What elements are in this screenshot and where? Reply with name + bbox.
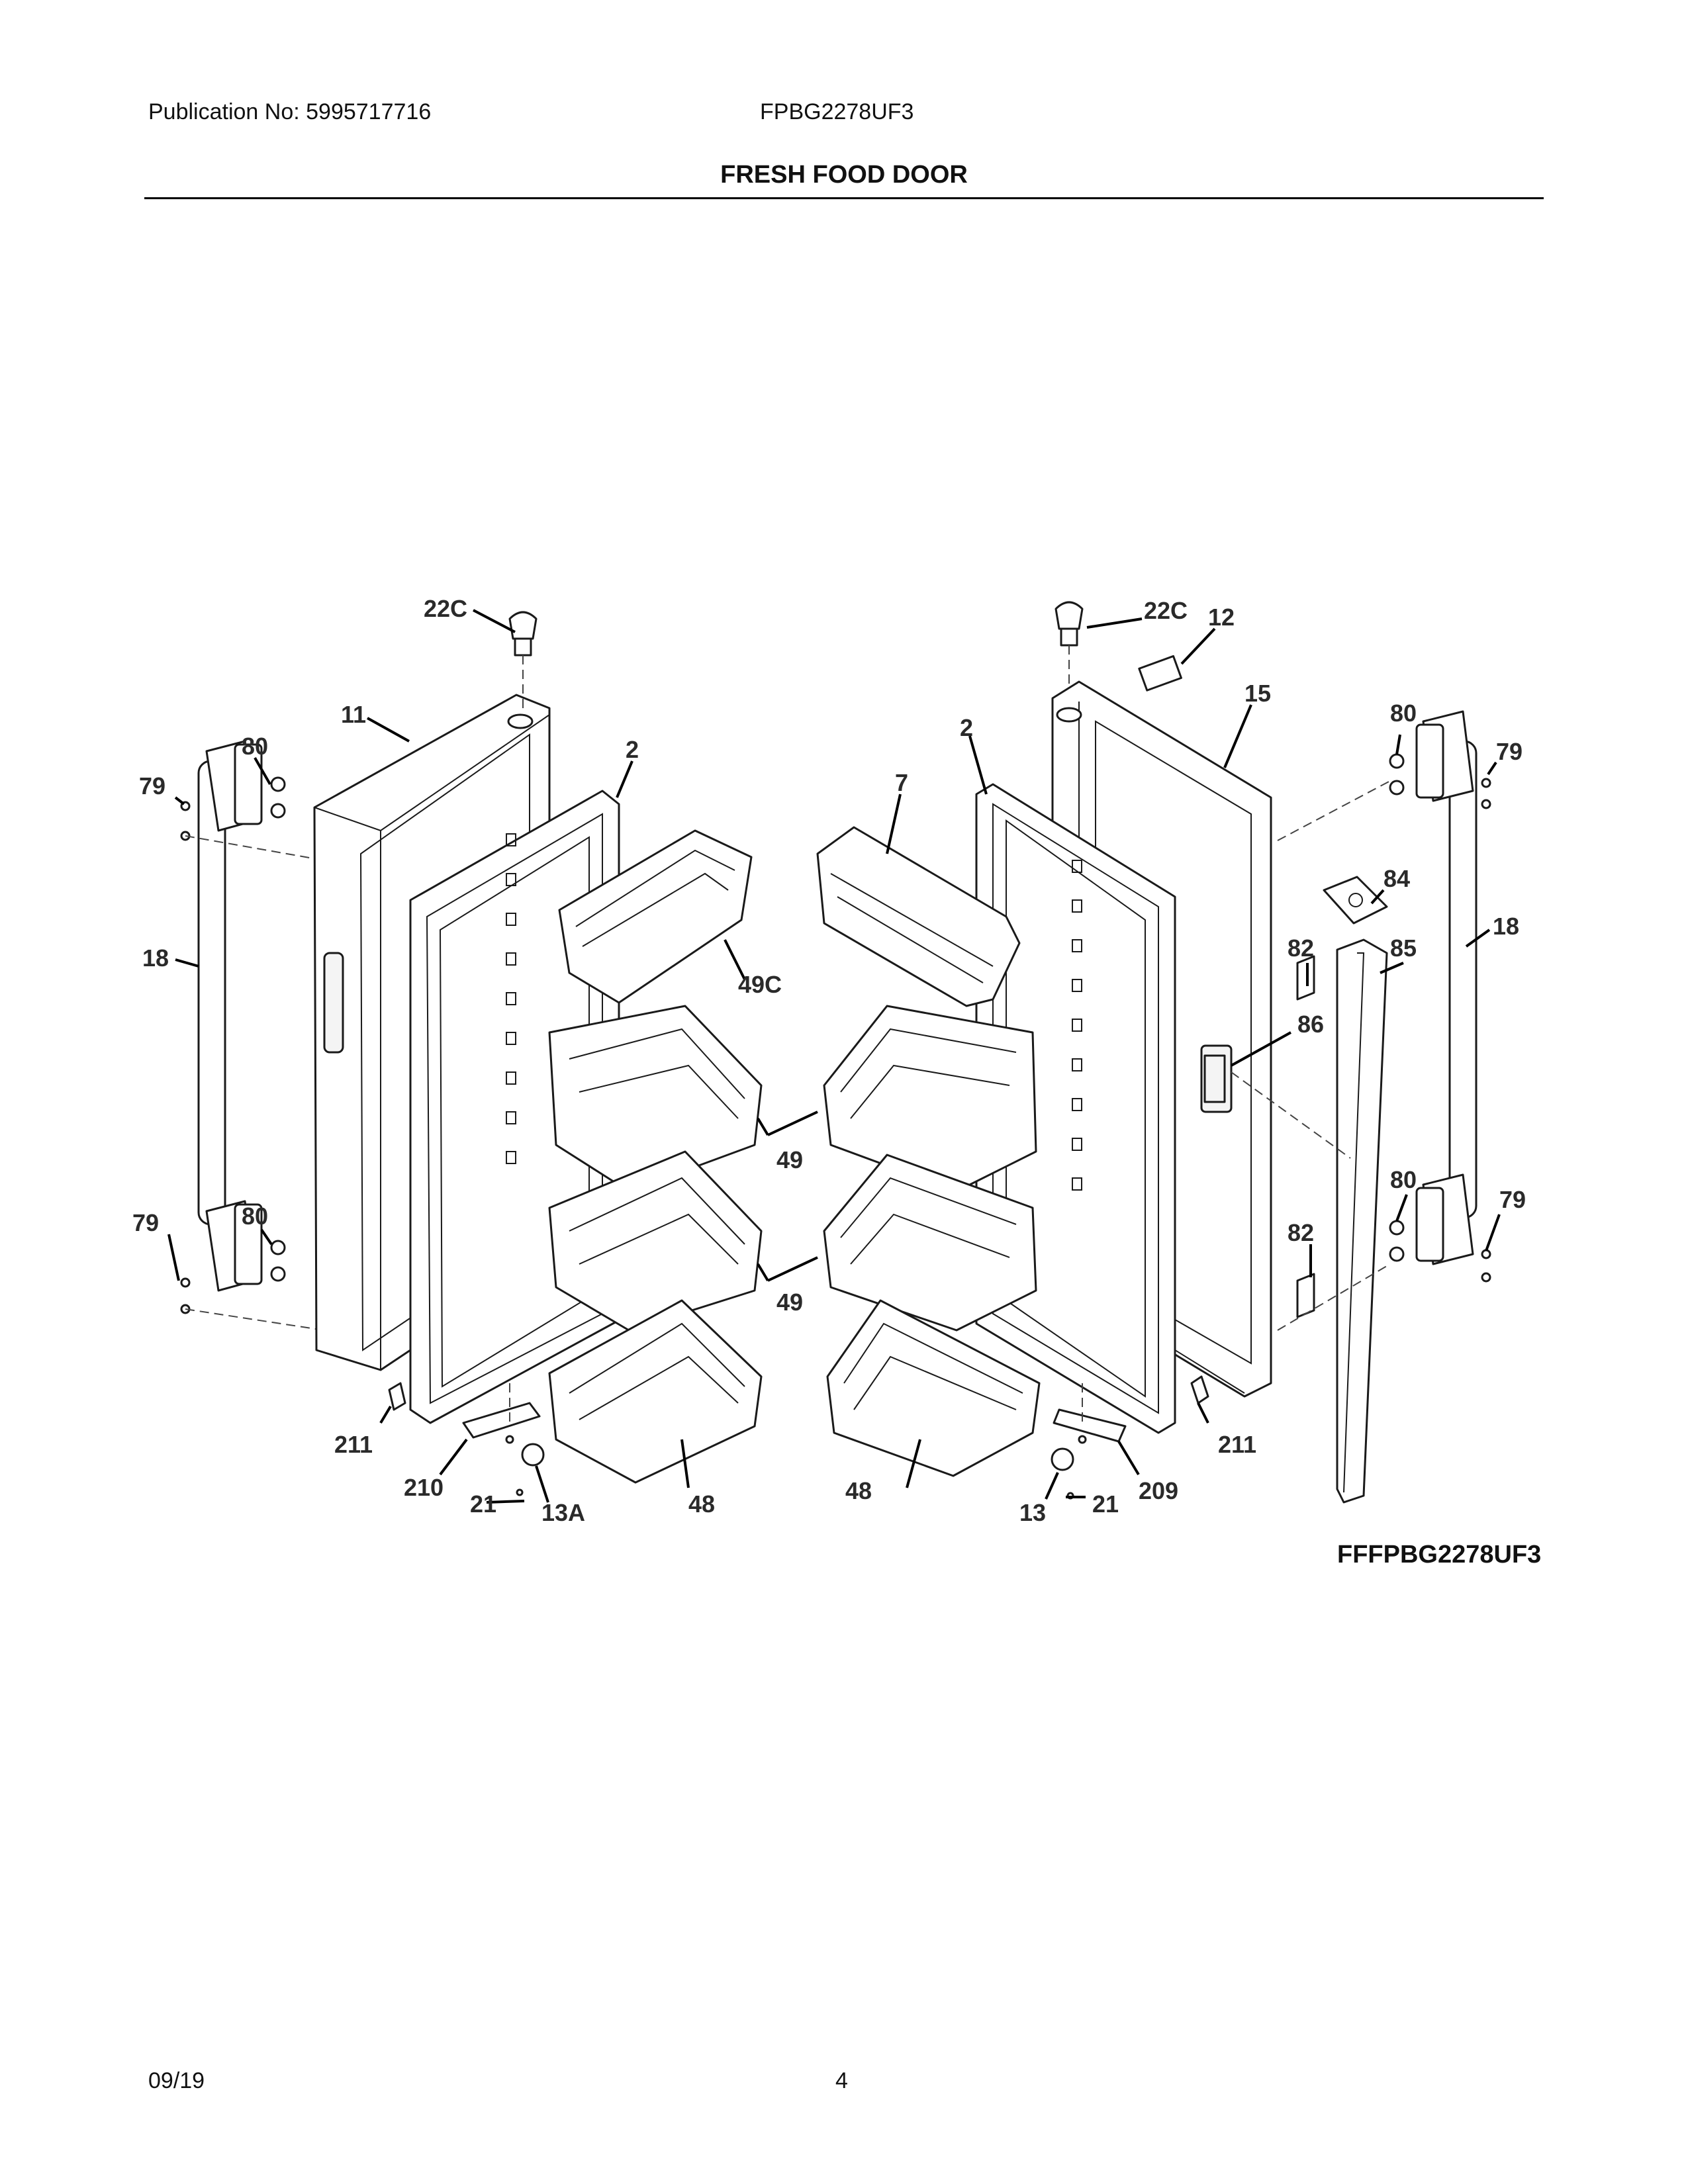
callout-84: 84: [1383, 865, 1410, 892]
callout-210: 210: [404, 1474, 444, 1501]
right-bin-7: [816, 826, 1021, 1007]
bracket-84: [1323, 876, 1388, 925]
bracket-82-lower: [1296, 1273, 1315, 1318]
left-liner-slots: [506, 833, 516, 1164]
bracket-82-upper: [1296, 955, 1315, 1001]
callout-80-top-right: 80: [1390, 700, 1417, 727]
page-title: FRESH FOOD DOOR: [720, 161, 968, 189]
switch-86: [1203, 1054, 1226, 1103]
callout-22c-right: 22C: [1144, 597, 1188, 624]
callout-15: 15: [1244, 680, 1271, 707]
left-handle-screws: [180, 776, 325, 1331]
callout-21-left: 21: [470, 1490, 496, 1518]
callout-79-bottom-left: 79: [132, 1209, 159, 1236]
right-bin-49-upper: [823, 1005, 1037, 1193]
callout-18-right: 18: [1493, 913, 1519, 940]
trim-85: [1336, 938, 1388, 1504]
figure-code: FFFPBG2278UF3: [1337, 1541, 1542, 1569]
callout-13a: 13A: [541, 1499, 585, 1526]
callout-2-right: 2: [960, 714, 973, 741]
callout-79-top-left: 79: [139, 772, 165, 799]
callout-48-right: 48: [845, 1477, 872, 1504]
model-number: FPBG2278UF3: [760, 99, 914, 124]
callout-82-lower: 82: [1288, 1219, 1314, 1246]
left-cap-22c: [508, 611, 538, 708]
callout-79-bottom-right: 79: [1499, 1186, 1526, 1213]
callout-2-left: 2: [626, 736, 639, 763]
callout-22c-left: 22C: [424, 595, 467, 622]
publication-number: Publication No: 5995717716: [148, 99, 432, 124]
callout-49c: 49C: [738, 971, 782, 998]
callout-18-left: 18: [142, 944, 169, 972]
footer-date: 09/19: [148, 2068, 205, 2093]
page-number: 4: [835, 2068, 848, 2093]
right-bin-48: [826, 1299, 1041, 1477]
callout-79-top-right: 79: [1496, 738, 1523, 765]
callout-48-left: 48: [688, 1490, 715, 1518]
right-door-handle: [1415, 710, 1477, 1265]
right-liner-slots: [1072, 860, 1082, 1191]
callout-211-left: 211: [334, 1431, 373, 1458]
callout-80-bottom-left: 80: [242, 1203, 268, 1230]
right-bin-49-lower: [823, 1154, 1037, 1332]
left-bin-48: [548, 1299, 763, 1484]
callout-86: 86: [1297, 1011, 1324, 1038]
label-plate-12: [1138, 655, 1182, 692]
right-hinge-parts: [1051, 1375, 1209, 1500]
leader-lines: [167, 609, 1501, 1504]
right-cap-22c: [1055, 601, 1084, 702]
callout-7: 7: [895, 769, 908, 796]
callout-13: 13: [1019, 1499, 1046, 1526]
left-bin-49c: [558, 829, 753, 1004]
callout-12: 12: [1208, 604, 1235, 631]
callout-209: 209: [1139, 1477, 1178, 1504]
header-rule: [144, 197, 1544, 199]
left-bin-49-upper: [548, 1005, 763, 1193]
callout-80-top-left: 80: [242, 733, 268, 760]
left-door-handle: [197, 740, 263, 1292]
callout-labels: 22C 11 2 2 7 22C 12 15 80 79 80 79 18 18…: [132, 595, 1526, 1526]
callout-85: 85: [1390, 934, 1417, 962]
left-bin-49-lower: [548, 1150, 763, 1332]
callout-49-upper: 49: [776, 1146, 803, 1173]
callout-21-right: 21: [1092, 1490, 1119, 1518]
callout-49-lower: 49: [776, 1289, 803, 1316]
left-hinge-parts: [388, 1382, 545, 1496]
callout-82-upper: 82: [1288, 934, 1314, 962]
right-handle-screws: [1389, 753, 1491, 1283]
callout-80-bottom-right: 80: [1390, 1166, 1417, 1193]
callout-11: 11: [341, 701, 366, 728]
callout-211-right: 211: [1218, 1431, 1256, 1458]
